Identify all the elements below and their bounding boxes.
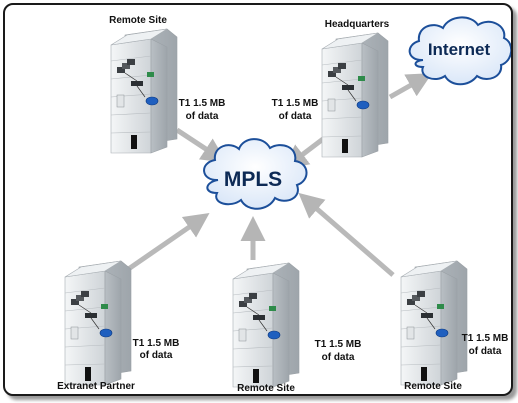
site-extranet-partner: Extranet Partner T1 1.5 MB of data [57, 260, 180, 392]
link-label-bottom-right-line2: of data [469, 346, 502, 357]
site-remote-bottom-center: Remote Site T1 1.5 MB of data [232, 262, 362, 394]
link-label-bottom-center-line1: T1 1.5 MB [315, 339, 362, 350]
arrow-headquarters-to-internet [388, 73, 433, 100]
link-label-top-right-line2: of data [279, 111, 312, 122]
building-icon [321, 32, 389, 158]
site-headquarters: Headquarters T1 1.5 MB of data [272, 19, 390, 158]
link-label-bottom-right-line1: T1 1.5 MB [462, 333, 509, 344]
link-label-top-left-line2: of data [186, 111, 219, 122]
site-label-bottom-center: Remote Site [237, 383, 295, 394]
network-diagram: MPLS Internet Remote Site T1 1.5 MB of d… [57, 15, 511, 394]
building-icon [232, 262, 300, 388]
building-icon [400, 260, 468, 386]
building-icon [64, 260, 132, 386]
link-label-top-right-line1: T1 1.5 MB [272, 98, 319, 109]
mpls-label: MPLS [224, 168, 282, 191]
site-label-top-left: Remote Site [109, 15, 167, 26]
site-label-bottom-right: Remote Site [404, 381, 462, 392]
site-label-headquarters: Headquarters [325, 19, 390, 30]
arrow-bottom-right-to-mpls [298, 192, 395, 277]
building-icon [110, 28, 178, 154]
diagram-frame: MPLS Internet Remote Site T1 1.5 MB of d… [3, 3, 513, 396]
site-remote-bottom-right: Remote Site T1 1.5 MB of data [400, 260, 509, 392]
internet-label: Internet [428, 40, 491, 59]
mpls-cloud: MPLS [203, 138, 308, 210]
arrow-headquarters-to-mpls [282, 137, 325, 170]
link-label-bottom-left-line2: of data [140, 350, 173, 361]
site-label-extranet: Extranet Partner [57, 381, 135, 392]
link-arrows [125, 73, 433, 277]
link-label-bottom-center-line2: of data [322, 352, 355, 363]
link-label-top-left-line1: T1 1.5 MB [179, 98, 226, 109]
arrow-extranet-to-mpls [125, 213, 210, 273]
internet-cloud: Internet [408, 16, 511, 86]
link-label-bottom-left-line1: T1 1.5 MB [133, 338, 180, 349]
arrow-top-left-to-mpls [175, 127, 227, 163]
site-remote-top-left: Remote Site T1 1.5 MB of data [109, 15, 226, 154]
